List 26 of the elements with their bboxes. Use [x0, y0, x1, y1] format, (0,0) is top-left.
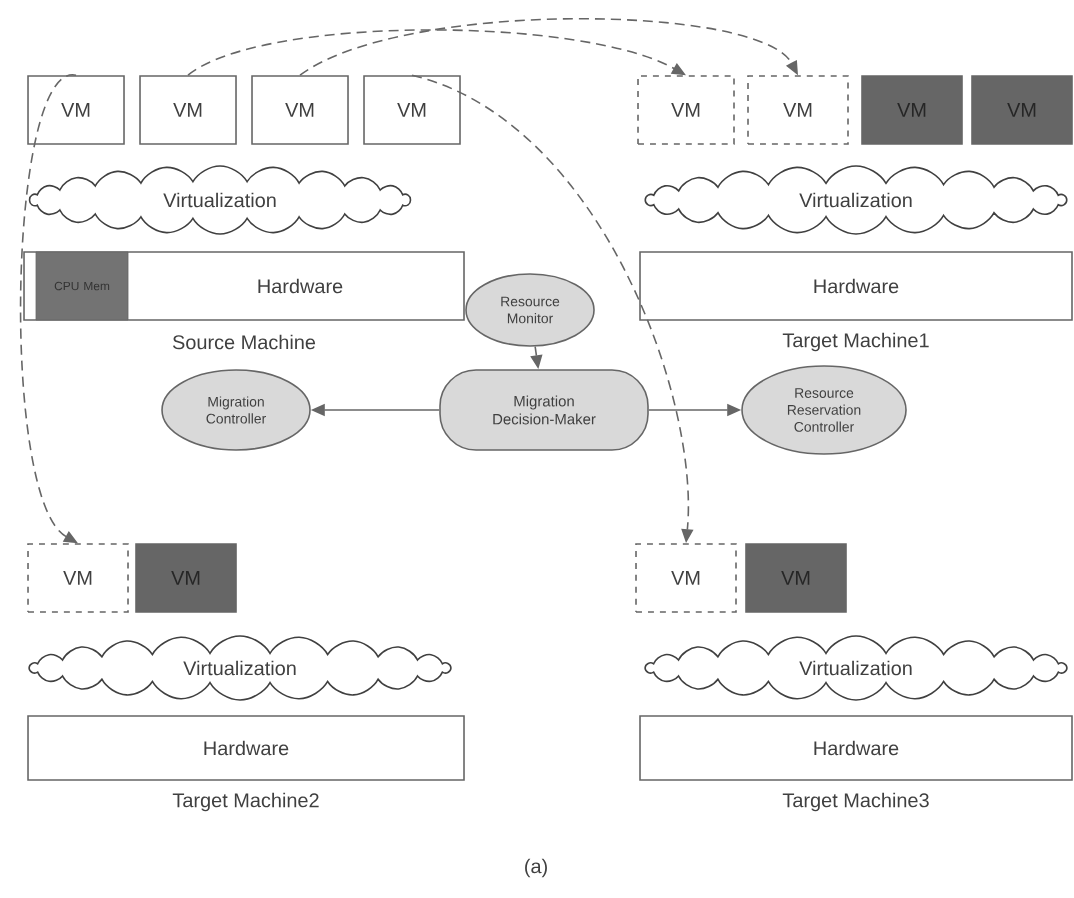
hardware-box: Hardware: [639, 715, 1073, 781]
vm-box: VM: [363, 75, 461, 145]
caption: (a): [525, 858, 547, 878]
vm-box: VM: [747, 75, 849, 145]
vm-box: VM: [135, 543, 237, 613]
virtualization-cloud: Virtualization: [28, 635, 452, 701]
machine-label: Source Machine: [172, 334, 316, 350]
vm-box: VM: [861, 75, 963, 145]
migration-arrow: [187, 29, 686, 76]
vm-box: VM: [139, 75, 237, 145]
hardware-box: Hardware: [27, 715, 465, 781]
virtualization-cloud: Virtualization: [28, 165, 412, 235]
machine-label: Target Machine3: [782, 792, 929, 812]
virtualization-cloud: Virtualization: [644, 165, 1068, 235]
vm-box: VM: [745, 543, 847, 613]
vm-box: VM: [251, 75, 349, 145]
hardware-box: Hardware: [639, 251, 1073, 321]
machine-label: Target Machine1: [782, 332, 929, 352]
migration-arrow: [299, 18, 798, 76]
vm-box: VM: [635, 543, 737, 613]
vm-box: VM: [971, 75, 1073, 145]
vm-box: VM: [27, 543, 129, 613]
vm-box: VM: [27, 75, 125, 145]
virtualization-cloud: Virtualization: [644, 635, 1068, 701]
vm-box: VM: [637, 75, 735, 145]
machine-label: Target Machine2: [172, 792, 319, 812]
